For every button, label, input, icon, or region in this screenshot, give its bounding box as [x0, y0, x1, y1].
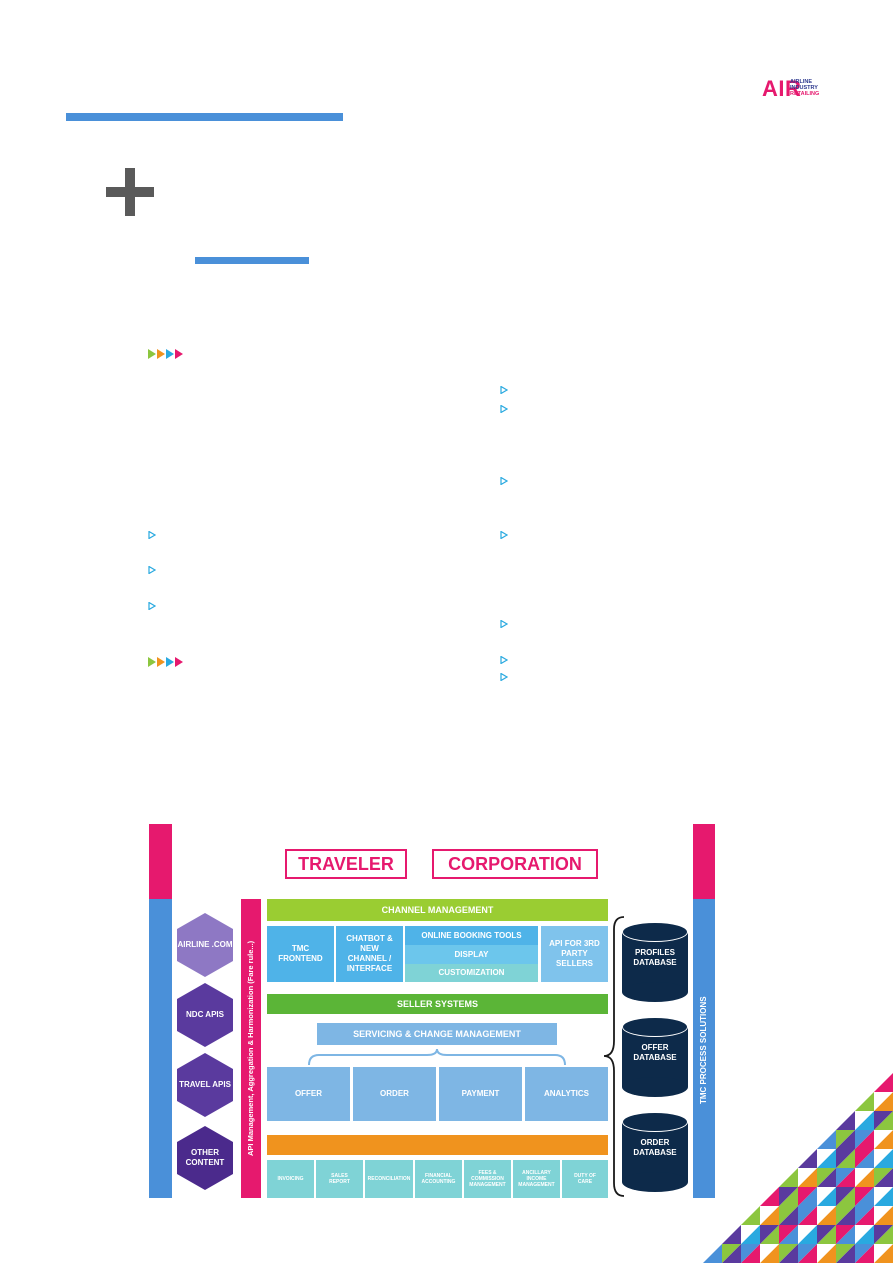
bullet-arrow-icon [500, 531, 508, 539]
back-office-bar [267, 1135, 608, 1155]
fees-commission: FEES & COMMISSION MANAGEMENT [464, 1160, 511, 1198]
source-other-content: OTHER CONTENT [177, 1126, 233, 1190]
order-box: ORDER [353, 1067, 436, 1121]
bullet-arrow-icon [500, 477, 508, 485]
plus-icon [106, 168, 154, 216]
bullet-arrow-icon [148, 566, 156, 574]
right-magenta-bar [693, 824, 715, 899]
logo-subtitle: AIRLINE INDUSTRY RETAILING [790, 79, 819, 97]
api-management-bar [241, 899, 261, 1198]
source-airline-com: AIRLINE .COM [177, 913, 233, 977]
database-icon: PROFILES DATABASE [622, 922, 688, 1002]
triangle-mosaic-decoration [703, 1073, 893, 1263]
customization: CUSTOMIZATION [405, 964, 538, 982]
bullet-arrow-icon [500, 405, 508, 413]
header-rule [66, 113, 343, 121]
right-blue-bar [693, 899, 715, 1198]
corporation-label: CORPORATION [432, 849, 598, 879]
profiles-database: PROFILES DATABASE [633, 948, 677, 967]
triangle-arrows-icon [148, 657, 183, 667]
offer-box: OFFER [267, 1067, 350, 1121]
financial-accounting: FINANCIAL ACCOUNTING [415, 1160, 462, 1198]
left-blue-bar [149, 899, 172, 1198]
sales-report: SALES REPORT [316, 1160, 363, 1198]
source-ndc-apis: NDC APIS [177, 983, 233, 1047]
online-booking-tools: ONLINE BOOKING TOOLS [405, 926, 538, 945]
ancillary-income: ANCILLARY INCOME MANAGEMENT [513, 1160, 560, 1198]
bullet-arrow-icon [148, 531, 156, 539]
logo-line-1: AIRLINE [790, 79, 812, 85]
database-icon: ORDER DATABASE [622, 1112, 688, 1192]
api-3rd-party-sellers: API FOR 3RD PARTY SELLERS [541, 926, 608, 982]
tmc-frontend: TMC FRONTEND [267, 926, 334, 982]
reconciliation: RECONCILIATION [365, 1160, 413, 1198]
logo-line-2: INDUSTRY [790, 85, 818, 91]
order-database: ORDER DATABASE [633, 1138, 677, 1157]
offer-database: OFFER DATABASE [633, 1043, 677, 1062]
bullet-arrow-icon [148, 602, 156, 610]
bullet-arrow-icon [500, 620, 508, 628]
logo-line-3: RETAILING [790, 91, 820, 97]
source-travel-apis: TRAVEL APIS [177, 1053, 233, 1117]
servicing-change-management: SERVICING & CHANGE MANAGEMENT [317, 1023, 557, 1045]
section-rule [195, 257, 309, 264]
payment-box: PAYMENT [439, 1067, 522, 1121]
bullet-arrow-icon [500, 386, 508, 394]
channel-management: CHANNEL MANAGEMENT [267, 899, 608, 921]
left-magenta-bar [149, 824, 172, 899]
brace-icon [603, 916, 625, 1197]
logo-air-mark: AIR [762, 76, 802, 101]
seller-systems: SELLER SYSTEMS [267, 994, 608, 1014]
analytics-box: ANALYTICS [525, 1067, 608, 1121]
chatbot-channel: CHATBOT & NEW CHANNEL / INTERFACE [336, 926, 403, 982]
bullet-arrow-icon [500, 656, 508, 664]
bullet-arrow-icon [500, 673, 508, 681]
invoicing: INVOICING [267, 1160, 314, 1198]
api-management-label: API Management, Aggregation & Harmonizat… [246, 940, 255, 1156]
display: DISPLAY [405, 945, 538, 964]
triangle-arrows-icon [148, 349, 183, 359]
brace-icon [308, 1048, 566, 1066]
database-icon: OFFER DATABASE [622, 1017, 688, 1097]
duty-of-care: DUTY OF CARE [562, 1160, 608, 1198]
traveler-label: TRAVELER [285, 849, 407, 879]
